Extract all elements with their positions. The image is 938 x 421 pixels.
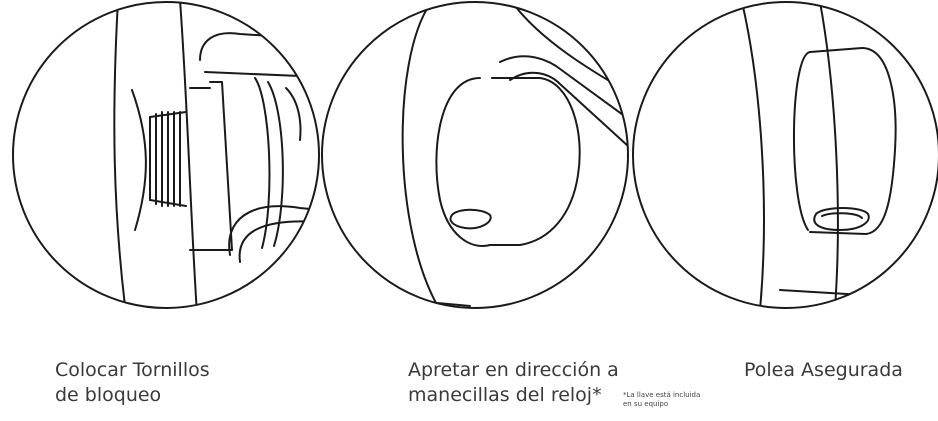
step2-caption-line1: Apretar en dirección a xyxy=(408,358,619,383)
step2-caption: Apretar en dirección a manecillas del re… xyxy=(408,358,619,408)
step1-caption-line2: de bloqueo xyxy=(55,383,210,408)
footnote-line2: en su equipo xyxy=(623,400,700,409)
step1-illustration xyxy=(13,0,320,330)
footnote-line1: *La llave está incluida xyxy=(623,391,700,400)
step3-caption: Polea Asegurada xyxy=(744,358,903,383)
installation-diagram xyxy=(0,0,938,330)
step3-caption-line1: Polea Asegurada xyxy=(744,358,903,383)
step3-illustration xyxy=(633,2,938,310)
step1-caption: Colocar Tornillos de bloqueo xyxy=(55,358,210,408)
step2-caption-line2: manecillas del reloj* xyxy=(408,383,619,408)
wrench-footnote: *La llave está incluida en su equipo xyxy=(623,391,700,409)
step2-illustration xyxy=(322,2,630,310)
step1-caption-line1: Colocar Tornillos xyxy=(55,358,210,383)
